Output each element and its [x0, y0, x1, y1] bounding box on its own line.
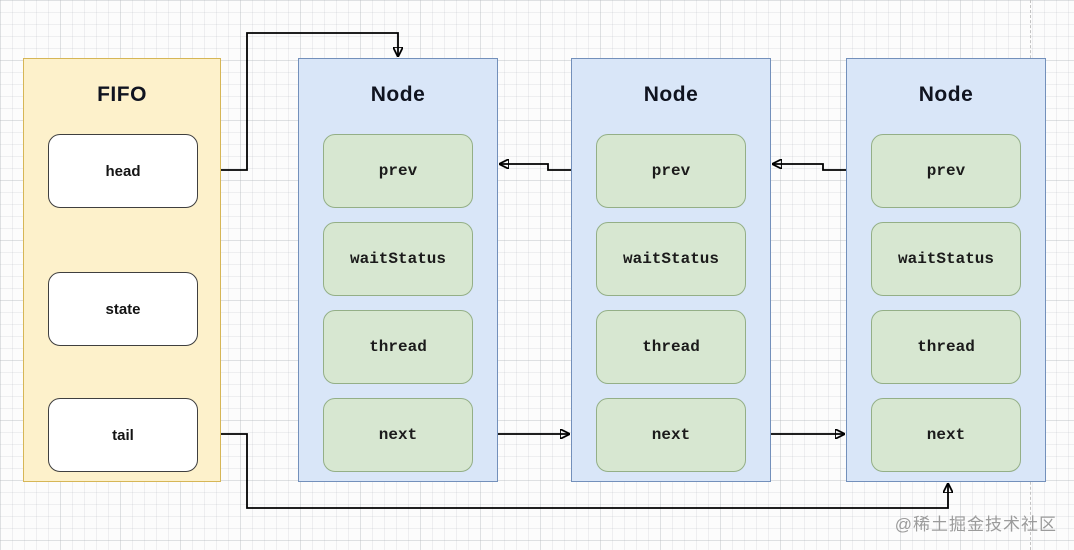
fifo-field-head: head: [48, 134, 198, 208]
node3-field-waitstatus: waitStatus: [871, 222, 1021, 296]
node1-container: Node prev waitStatus thread next: [298, 58, 498, 482]
node2-field-prev: prev: [596, 134, 746, 208]
watermark-text: @稀土掘金技术社区: [894, 515, 1057, 534]
node1-field-thread: thread: [323, 310, 473, 384]
node2-field-thread: thread: [596, 310, 746, 384]
node3-field-next: next: [871, 398, 1021, 472]
node2-field-waitstatus: waitStatus: [596, 222, 746, 296]
node3-title: Node: [918, 83, 974, 106]
node3-container: Node prev waitStatus thread next: [846, 58, 1046, 482]
fifo-title: FIFO: [97, 83, 147, 106]
node1-title: Node: [370, 83, 426, 106]
node3-field-thread: thread: [871, 310, 1021, 384]
node1-field-next: next: [323, 398, 473, 472]
node2-container: Node prev waitStatus thread next: [571, 58, 771, 482]
fifo-field-tail: tail: [48, 398, 198, 472]
fifo-container: FIFO head state tail: [23, 58, 221, 482]
node2-title: Node: [643, 83, 699, 106]
node1-field-waitstatus: waitStatus: [323, 222, 473, 296]
node3-field-prev: prev: [871, 134, 1021, 208]
fifo-field-state: state: [48, 272, 198, 346]
node2-field-next: next: [596, 398, 746, 472]
node1-field-prev: prev: [323, 134, 473, 208]
